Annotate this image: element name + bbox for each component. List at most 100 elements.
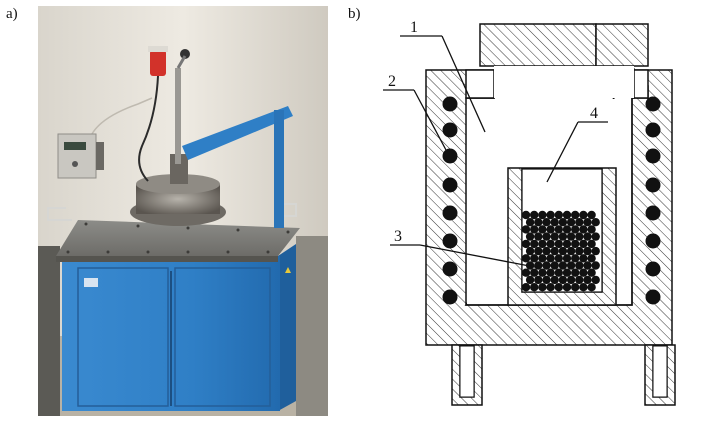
- power-cable: [138, 75, 159, 182]
- granule: [538, 283, 547, 292]
- lift-post: [175, 68, 181, 164]
- photo-dark-corner: [38, 246, 60, 416]
- granule: [542, 261, 551, 270]
- granule: [550, 275, 559, 285]
- granule: [571, 225, 580, 234]
- granule: [583, 218, 592, 227]
- granule: [530, 239, 539, 249]
- granule: [575, 246, 584, 256]
- foot-right-hollow: [652, 345, 668, 398]
- handle-right: [274, 203, 297, 217]
- granule: [575, 275, 584, 285]
- granule: [558, 232, 568, 241]
- granule: [525, 232, 535, 241]
- post-knob: [180, 49, 190, 59]
- heating-coils-right: [645, 96, 661, 305]
- granule: [554, 254, 563, 263]
- granule: [530, 225, 539, 234]
- granule: [534, 232, 543, 241]
- post-lever: [176, 55, 187, 69]
- furnace-schematic: 1 2 3 4: [383, 19, 676, 406]
- granule: [534, 246, 543, 256]
- granule: [579, 210, 588, 220]
- lid-shoulder-left: [465, 69, 495, 99]
- callout-3: 3: [394, 228, 402, 245]
- granule: [546, 210, 555, 220]
- cabinet-side: [278, 244, 296, 411]
- granule: [587, 268, 596, 277]
- granule: [583, 261, 592, 270]
- top-plate-edge: [56, 256, 278, 262]
- granule: [566, 246, 576, 256]
- granule: [534, 275, 543, 285]
- granule: [566, 218, 576, 227]
- granule: [575, 232, 584, 241]
- granule: [571, 254, 580, 263]
- granule: [591, 261, 600, 270]
- granule: [562, 239, 572, 249]
- granule: [542, 232, 551, 241]
- granule: [579, 268, 588, 277]
- granule: [554, 210, 563, 220]
- granule: [525, 218, 535, 227]
- lid-shoulder-right: [633, 69, 649, 99]
- granule: [562, 268, 572, 277]
- granule: [530, 283, 539, 292]
- blue-arm: [182, 106, 293, 160]
- granule: [546, 268, 555, 277]
- panel-label-b: b): [348, 6, 361, 22]
- granule: [566, 232, 576, 241]
- granule: [579, 283, 588, 292]
- granule: [521, 283, 531, 292]
- controller-knob: [72, 161, 78, 167]
- granule: [546, 254, 555, 263]
- lid-left-half: [479, 23, 597, 67]
- granule: [530, 268, 539, 277]
- granule: [587, 283, 596, 292]
- granule: [591, 218, 600, 227]
- granule: [575, 261, 584, 270]
- callout-1: 1: [410, 19, 418, 36]
- blue-arm-column: [274, 110, 284, 228]
- granule: [530, 254, 539, 263]
- granule: [571, 268, 580, 277]
- granule: [587, 225, 596, 234]
- cabinet-door-left: [77, 267, 169, 407]
- granule: [575, 218, 584, 227]
- leader-3-diag: [419, 244, 541, 269]
- lid-gap: [494, 66, 634, 98]
- warning-triangle: [285, 267, 291, 273]
- granule: [521, 268, 531, 277]
- granule: [571, 283, 580, 292]
- granule: [579, 254, 588, 263]
- granule: [579, 225, 588, 234]
- granule: [587, 210, 596, 220]
- granule: [534, 261, 543, 270]
- granule: [554, 239, 563, 249]
- furnace-photo: [38, 6, 328, 416]
- granule: [521, 254, 531, 263]
- leader-4-diag: [546, 121, 579, 183]
- granule: [554, 225, 563, 234]
- granule: [546, 283, 555, 292]
- granule: [538, 225, 547, 234]
- granule: [521, 210, 531, 220]
- panel-label-a: a): [6, 6, 18, 22]
- granule: [566, 275, 576, 285]
- heating-coils-left: [442, 96, 458, 305]
- granule: [550, 261, 559, 270]
- granule: [591, 246, 600, 256]
- granule: [546, 225, 555, 234]
- granule: [562, 210, 572, 220]
- controller-box: [57, 133, 97, 179]
- red-socket: [150, 50, 166, 76]
- lid-right-half: [595, 23, 649, 67]
- granule: [571, 239, 580, 249]
- granule: [558, 275, 568, 285]
- granule: [534, 218, 543, 227]
- granule: [562, 283, 572, 292]
- granule: [583, 232, 592, 241]
- callout-4: 4: [590, 105, 598, 122]
- controller-display: [64, 142, 86, 150]
- granule: [587, 254, 596, 263]
